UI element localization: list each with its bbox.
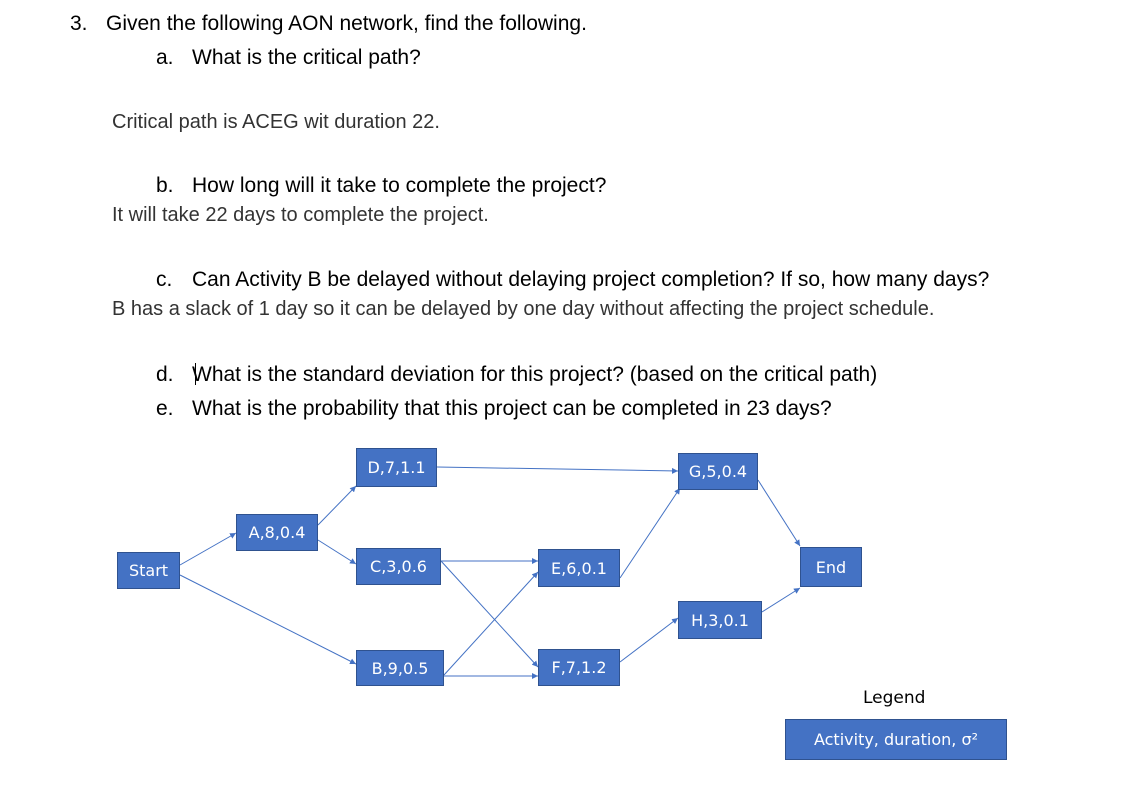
edge-b-e — [443, 571, 539, 676]
edge-d-g — [436, 466, 679, 474]
node-f: F,7,1.2 — [538, 649, 620, 686]
question-prompt: 3.Given the following AON network, find … — [70, 12, 587, 35]
node-start: Start — [117, 552, 180, 589]
edge-h-end — [761, 587, 801, 613]
edge-start-b — [179, 574, 357, 665]
legend-box: Activity, duration, σ² — [785, 719, 1007, 760]
text-cursor — [195, 363, 196, 385]
edge-f-h — [619, 617, 679, 663]
edge-a-c — [317, 539, 357, 565]
part-a-question: a.What is the critical path? — [156, 46, 421, 69]
node-c: C,3,0.6 — [356, 548, 441, 585]
part-b-answer: It will take 22 days to complete the pro… — [112, 204, 489, 226]
edge-a-d — [317, 485, 357, 526]
part-e-question: e.What is the probability that this proj… — [156, 397, 832, 420]
legend-title: Legend — [863, 688, 926, 708]
node-end: End — [800, 547, 862, 587]
node-b: B,9,0.5 — [356, 650, 444, 686]
node-e: E,6,0.1 — [538, 549, 620, 587]
part-a-answer: Critical path is ACEG wit duration 22. — [112, 111, 440, 133]
part-b-question: b.How long will it take to complete the … — [156, 174, 607, 197]
node-g: G,5,0.4 — [678, 453, 758, 490]
edge-start-a — [179, 532, 237, 566]
node-d: D,7,1.1 — [356, 448, 437, 487]
node-a: A,8,0.4 — [236, 514, 318, 551]
edge-g-end — [757, 479, 801, 547]
edge-c-f — [440, 560, 539, 668]
question-number: 3. — [70, 12, 88, 35]
part-c-question: c.Can Activity B be delayed without dela… — [156, 268, 990, 291]
edge-e-g — [619, 487, 681, 579]
part-d-question: d.What is the standard deviation for thi… — [156, 363, 878, 386]
part-c-answer: B has a slack of 1 day so it can be dela… — [112, 298, 935, 320]
node-h: H,3,0.1 — [678, 601, 762, 639]
